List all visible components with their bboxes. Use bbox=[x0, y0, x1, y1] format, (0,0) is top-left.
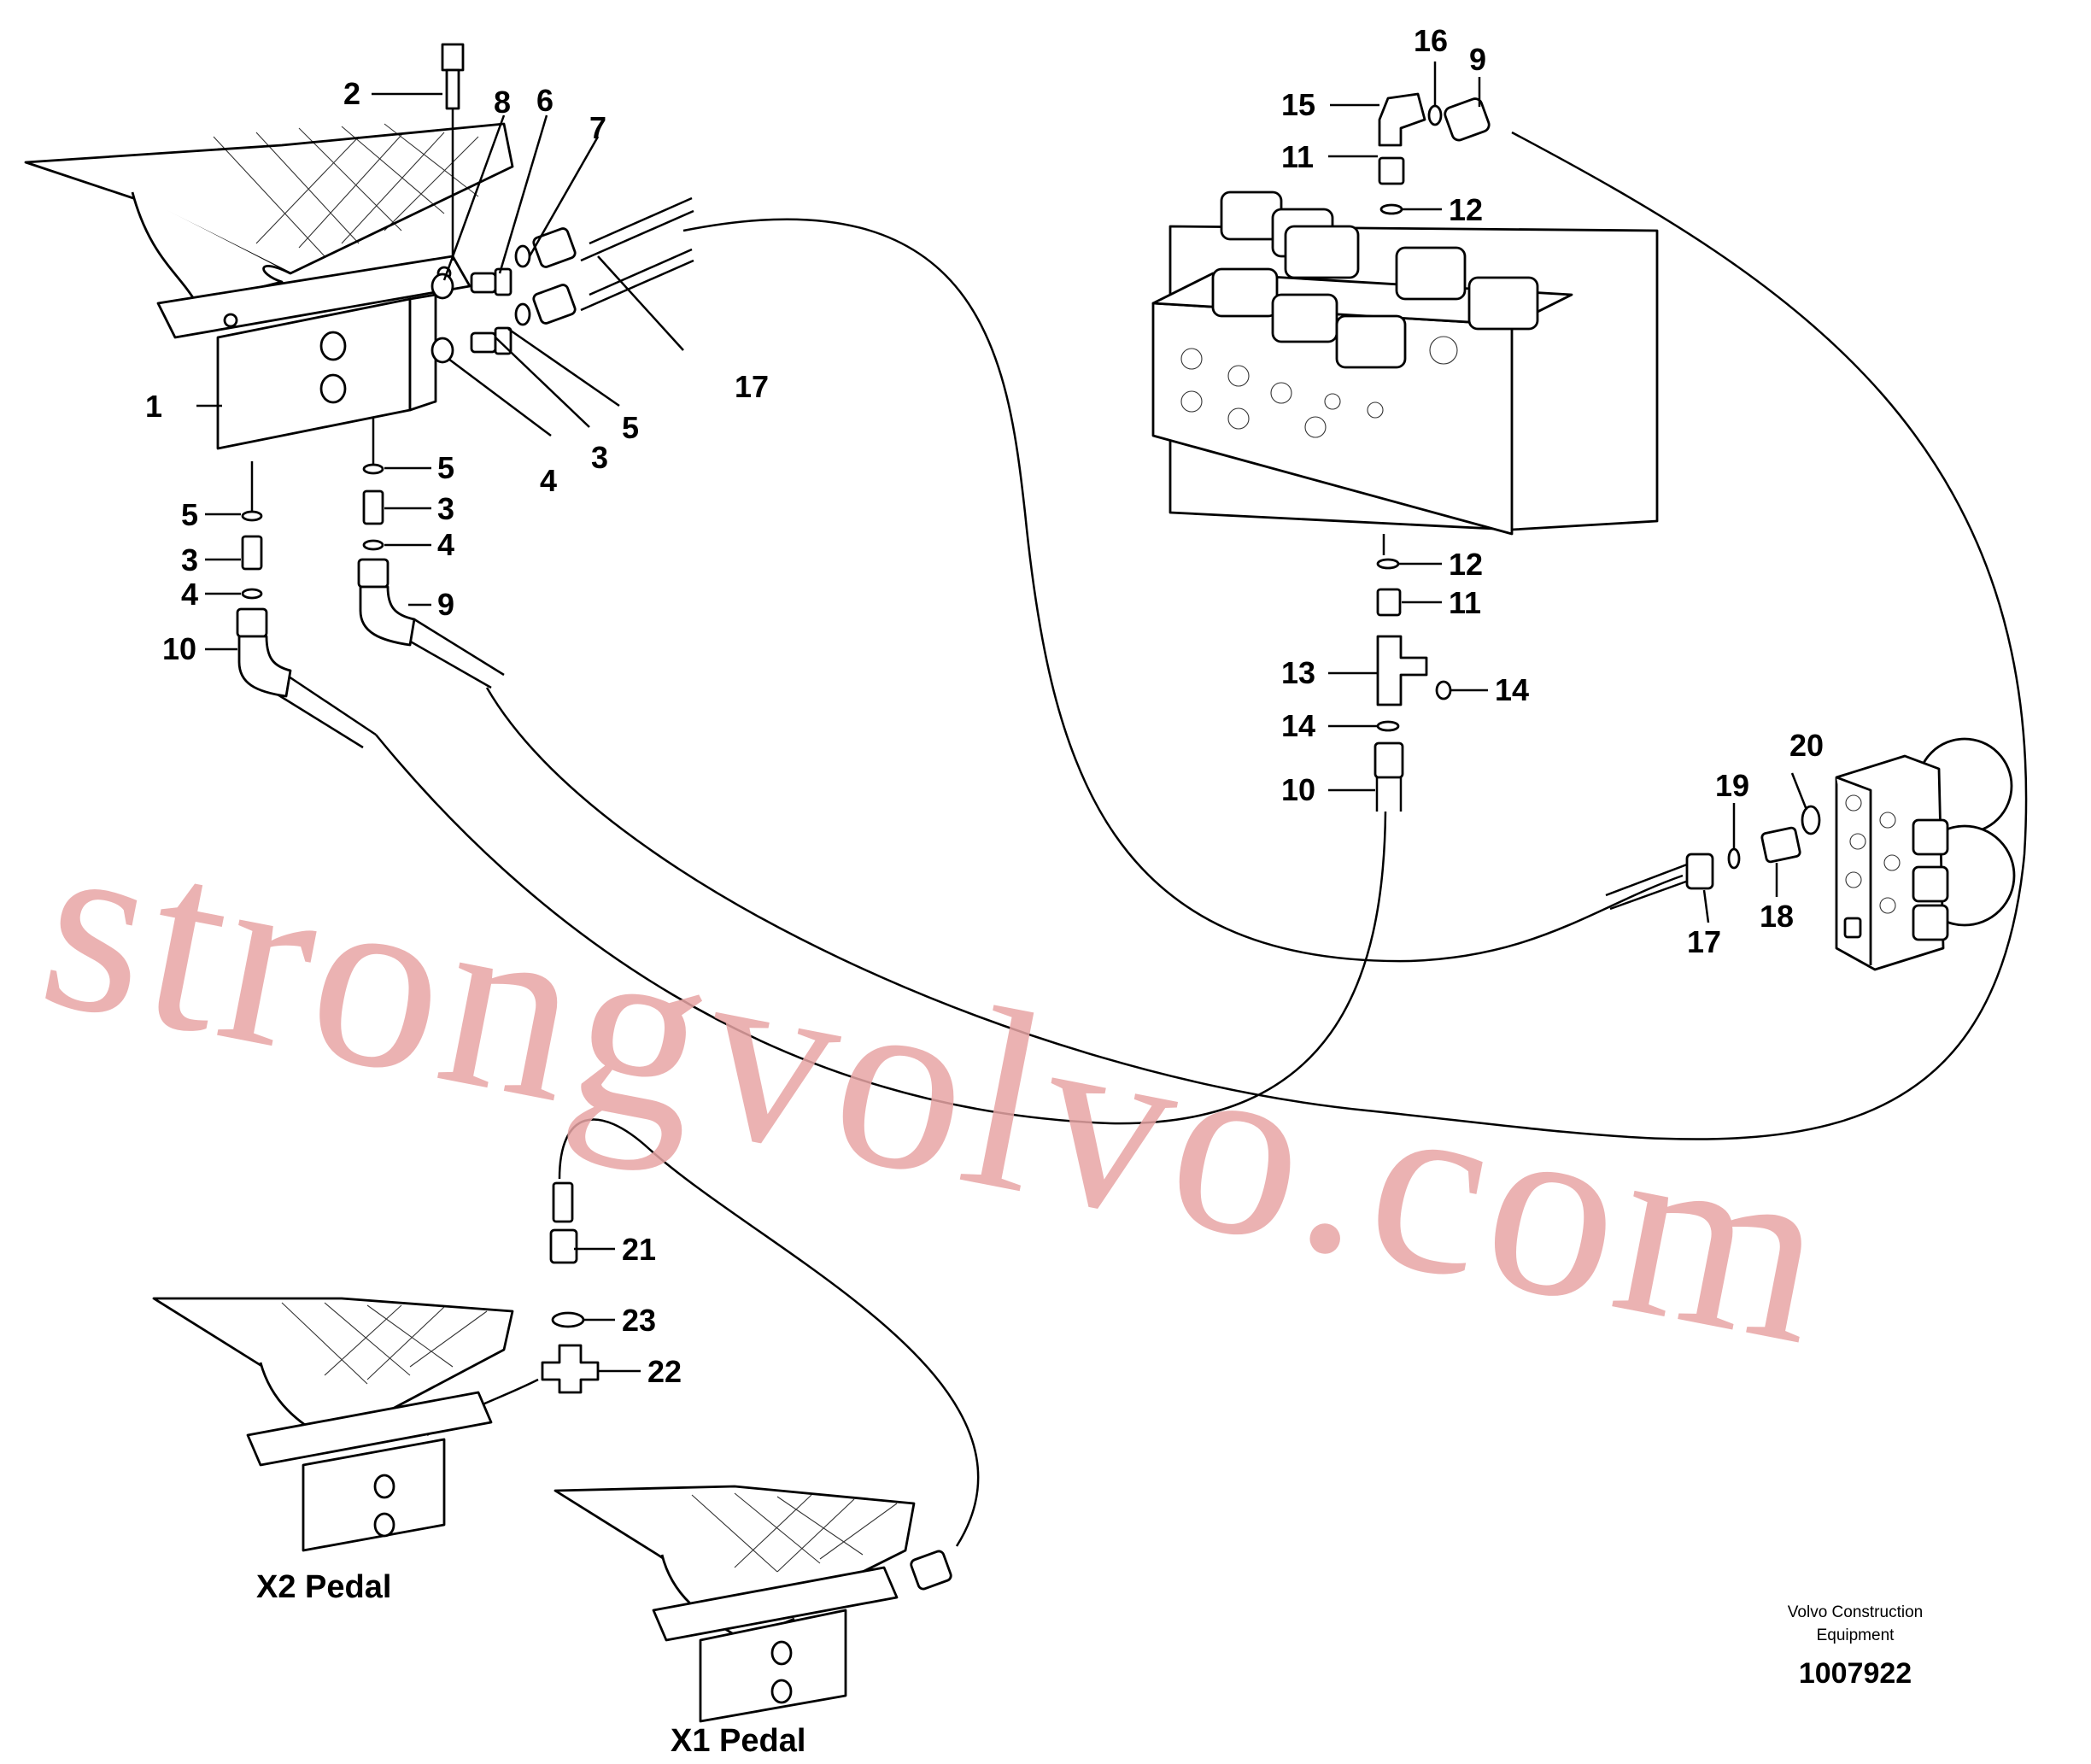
callout-10-left: 10 bbox=[162, 631, 196, 666]
hose-stub-10 bbox=[272, 673, 377, 749]
hose-pedal-loop bbox=[558, 1118, 980, 1547]
callout-4-left: 4 bbox=[181, 577, 198, 612]
callout-4-right: 4 bbox=[437, 527, 454, 562]
fitting-stack-left bbox=[236, 461, 292, 698]
callout-18: 18 bbox=[1760, 899, 1794, 934]
callout-5-left: 5 bbox=[181, 497, 198, 532]
credit-block: Volvo Construction Equipment 1007922 bbox=[1788, 1603, 1923, 1690]
small-manifold-20 bbox=[1835, 737, 2016, 971]
callout-1: 1 bbox=[145, 389, 162, 424]
callout-14-left: 14 bbox=[1281, 708, 1315, 743]
callout-9-left: 9 bbox=[437, 587, 454, 622]
callout-9-right: 9 bbox=[1469, 42, 1486, 77]
fittings-upper-right bbox=[1378, 92, 1491, 215]
control-valve-block bbox=[1151, 190, 1659, 555]
callout-21: 21 bbox=[622, 1232, 656, 1267]
callout-17-bottom: 17 bbox=[1687, 924, 1721, 959]
callout-5-right: 5 bbox=[437, 450, 454, 485]
credit-line-1: Volvo Construction bbox=[1788, 1603, 1923, 1621]
callout-5-top: 5 bbox=[622, 410, 639, 445]
callout-2: 2 bbox=[343, 76, 360, 111]
credit-line-2: Equipment bbox=[1817, 1626, 1895, 1644]
fittings-upper-row bbox=[430, 227, 577, 364]
callout-3-right: 3 bbox=[437, 491, 454, 526]
fitting-stack-right bbox=[357, 419, 416, 647]
callout-8: 8 bbox=[494, 85, 511, 120]
fittings-small-manifold bbox=[1685, 805, 1821, 890]
hose-10-long bbox=[375, 734, 1387, 1125]
pedal-valve-main bbox=[24, 122, 514, 450]
callout-14-right: 14 bbox=[1495, 672, 1529, 707]
hose-stub-17r bbox=[1605, 863, 1696, 911]
hose-9-long bbox=[485, 131, 2028, 1140]
leader-lines bbox=[196, 62, 1808, 1373]
callout-labels: 2 8 6 7 1 17 5 3 4 5 3 4 10 5 3 4 9 16 9… bbox=[145, 23, 1824, 1389]
document-number: 1007922 bbox=[1799, 1657, 1912, 1690]
callout-19: 19 bbox=[1715, 768, 1749, 803]
callout-4-top: 4 bbox=[540, 463, 557, 498]
callout-12-top: 12 bbox=[1449, 192, 1483, 227]
bolt-2 bbox=[441, 43, 465, 261]
hose-17-long bbox=[682, 218, 1684, 963]
x1-pedal-label: X1 Pedal bbox=[671, 1723, 805, 1759]
callout-3-left: 3 bbox=[181, 542, 198, 577]
callout-6: 6 bbox=[536, 83, 554, 118]
hose-stub-a bbox=[580, 196, 694, 262]
callout-22: 22 bbox=[647, 1354, 682, 1389]
callout-23: 23 bbox=[622, 1303, 656, 1338]
hose-stub-b bbox=[580, 248, 694, 312]
callout-11-bottom: 11 bbox=[1449, 585, 1481, 620]
callout-16: 16 bbox=[1414, 23, 1448, 58]
callout-15: 15 bbox=[1281, 87, 1315, 122]
callout-13: 13 bbox=[1281, 655, 1315, 690]
callout-10-right: 10 bbox=[1281, 772, 1315, 807]
pedal-x1 bbox=[554, 1485, 916, 1723]
pedal-x2 bbox=[152, 1297, 514, 1552]
callout-3-top: 3 bbox=[591, 440, 608, 475]
hose-stub-9 bbox=[401, 618, 505, 689]
callout-11-top: 11 bbox=[1281, 139, 1314, 174]
hose-lines bbox=[272, 131, 2028, 1547]
fittings-x-pedals bbox=[541, 1181, 952, 1591]
callout-20: 20 bbox=[1789, 728, 1824, 763]
x2-pedal-label: X2 Pedal bbox=[256, 1569, 391, 1605]
callout-17-top: 17 bbox=[735, 369, 769, 404]
callout-7: 7 bbox=[589, 110, 606, 145]
callout-12-bottom: 12 bbox=[1449, 547, 1483, 582]
fittings-lower-manifold bbox=[1374, 558, 1452, 812]
